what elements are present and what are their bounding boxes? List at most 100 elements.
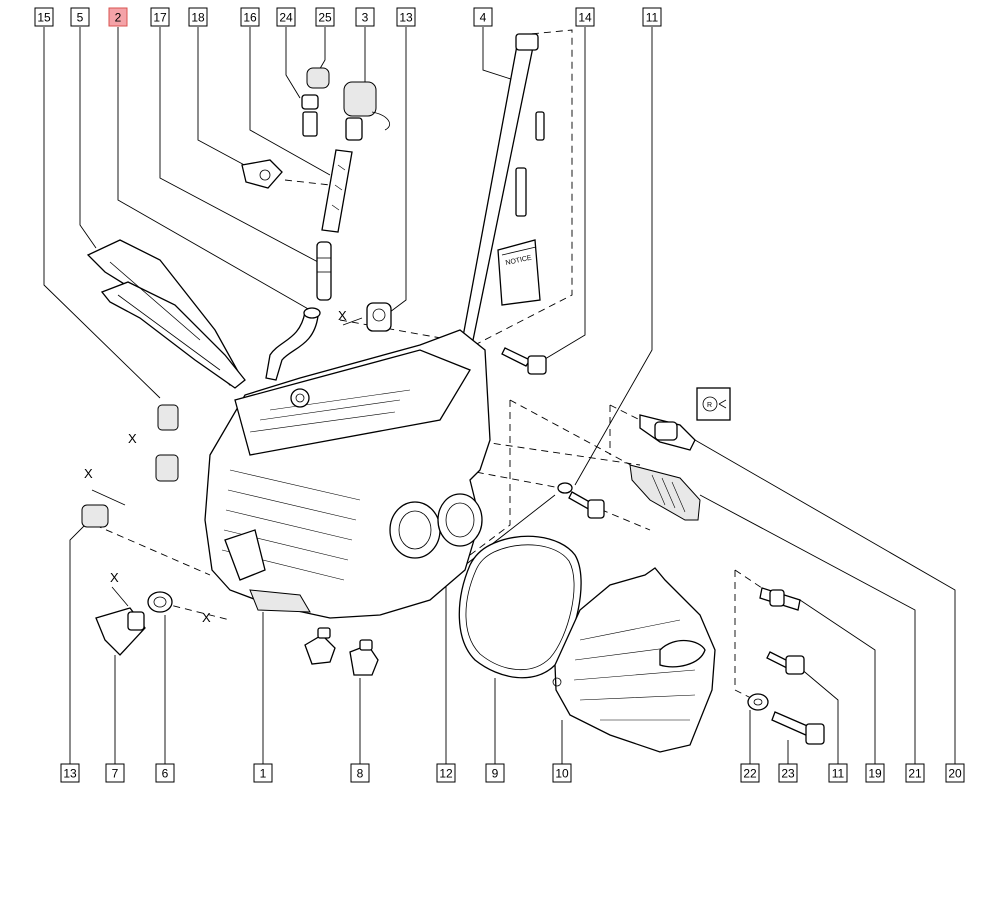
callout-19: 19 bbox=[865, 763, 885, 783]
callout-number: 14 bbox=[578, 11, 592, 25]
callout-8: 8 bbox=[350, 763, 370, 783]
callout-number: 1 bbox=[260, 767, 267, 781]
callout-number: 2 bbox=[115, 11, 122, 25]
callout-box bbox=[315, 7, 335, 27]
callout-box bbox=[945, 763, 965, 783]
callout-number: 9 bbox=[492, 767, 499, 781]
callout-18: 18 bbox=[188, 7, 208, 27]
callout-22: 22 bbox=[740, 763, 760, 783]
callout-17: 17 bbox=[150, 7, 170, 27]
part-9-gasket bbox=[458, 535, 582, 679]
callouts-bottom-row: 13 7 6 1 8 12 9 10 22 23 11 19 21 20 bbox=[60, 763, 965, 783]
callout-number: 23 bbox=[781, 767, 795, 781]
callout-box bbox=[642, 7, 662, 27]
callout-box bbox=[108, 7, 128, 27]
part-7-drain-plug: X bbox=[95, 570, 146, 656]
callout-23: 23 bbox=[778, 763, 798, 783]
callout-box bbox=[552, 763, 572, 783]
callout-number: 8 bbox=[357, 767, 364, 781]
callout-number: 13 bbox=[63, 767, 77, 781]
callout-9: 9 bbox=[485, 763, 505, 783]
callout-number: 3 bbox=[362, 11, 369, 25]
part-2-bent-hose bbox=[265, 307, 321, 381]
callout-number: 4 bbox=[480, 11, 487, 25]
callout-11: 11 bbox=[642, 7, 662, 27]
callout-1: 1 bbox=[253, 763, 273, 783]
callout-number: 6 bbox=[162, 767, 169, 781]
callout-4: 4 bbox=[473, 7, 493, 27]
callout-12: 12 bbox=[436, 763, 456, 783]
part-6-washer: X bbox=[147, 591, 211, 625]
callout-box bbox=[778, 763, 798, 783]
callout-box bbox=[105, 763, 125, 783]
part-16-rubber-tube bbox=[321, 149, 353, 233]
part-13-sleeve-top bbox=[366, 302, 392, 332]
callout-14: 14 bbox=[575, 7, 595, 27]
part-19-stud-bolt bbox=[759, 587, 801, 611]
callout-10: 10 bbox=[552, 763, 572, 783]
dashed-guides bbox=[94, 29, 766, 701]
callout-number: 24 bbox=[279, 11, 293, 25]
callout-24: 24 bbox=[276, 7, 296, 27]
callout-box bbox=[70, 7, 90, 27]
callout-number: 20 bbox=[948, 767, 962, 781]
callout-number: 15 bbox=[37, 11, 51, 25]
part-5-shield-plates bbox=[86, 239, 246, 389]
r-symbol: R bbox=[707, 402, 712, 409]
leader-lines bbox=[43, 27, 956, 765]
callout-5: 5 bbox=[70, 7, 90, 27]
callout-box bbox=[436, 763, 456, 783]
x-mark-15: X bbox=[128, 431, 137, 446]
callout-16: 16 bbox=[240, 7, 260, 27]
callout-box bbox=[575, 7, 595, 27]
part-22-washer bbox=[747, 693, 769, 711]
callout-3: 3 bbox=[355, 7, 375, 27]
callout-box bbox=[240, 7, 260, 27]
callout-number: 7 bbox=[112, 767, 119, 781]
callout-20: 20 bbox=[945, 763, 965, 783]
callout-number: 21 bbox=[908, 767, 922, 781]
callouts-top-row: 15 5 2 17 18 16 24 25 3 13 4 14 11 bbox=[34, 7, 662, 27]
x-mark-13: X bbox=[84, 466, 93, 481]
callout-number: 11 bbox=[646, 11, 659, 25]
part-13-sleeve-left: X bbox=[81, 466, 109, 528]
callout-box bbox=[396, 7, 416, 27]
callout-box bbox=[828, 763, 848, 783]
part-11-bolt-right bbox=[766, 651, 805, 675]
callout-box bbox=[865, 763, 885, 783]
callout-box bbox=[905, 763, 925, 783]
part-3-cap bbox=[343, 81, 390, 141]
part-1-gearbox-housing bbox=[204, 329, 491, 619]
callout-box bbox=[355, 7, 375, 27]
callout-number: 17 bbox=[153, 11, 167, 25]
callout-11: 11 bbox=[828, 763, 848, 783]
callout-21: 21 bbox=[905, 763, 925, 783]
callout-15: 15 bbox=[34, 7, 54, 27]
callout-2: 2 bbox=[108, 7, 128, 27]
callout-number: 18 bbox=[191, 11, 205, 25]
callout-box bbox=[276, 7, 296, 27]
callout-25: 25 bbox=[315, 7, 335, 27]
x-mark-top: X bbox=[338, 308, 347, 323]
callout-13: 13 bbox=[396, 7, 416, 27]
part-21-sensor bbox=[629, 464, 701, 521]
part-24-25-breather-plug bbox=[301, 67, 330, 137]
callout-number: 25 bbox=[318, 11, 332, 25]
callout-number: 19 bbox=[868, 767, 882, 781]
part-18-clip bbox=[241, 159, 283, 189]
part-11-bolt-top bbox=[557, 482, 605, 519]
callout-box bbox=[34, 7, 54, 27]
callout-number: 16 bbox=[243, 11, 257, 25]
callout-number: 22 bbox=[743, 767, 757, 781]
callout-box bbox=[350, 763, 370, 783]
part-8-plugs bbox=[304, 627, 379, 676]
x-mark-7: X bbox=[110, 570, 119, 585]
part-23-bolt bbox=[771, 711, 825, 745]
callout-13: 13 bbox=[60, 763, 80, 783]
callout-number: 11 bbox=[832, 767, 845, 781]
callout-7: 7 bbox=[105, 763, 125, 783]
callout-box bbox=[473, 7, 493, 27]
callout-number: 5 bbox=[77, 11, 84, 25]
dipstick-screws bbox=[515, 111, 545, 217]
notice-booklet: NOTICE bbox=[497, 239, 541, 306]
